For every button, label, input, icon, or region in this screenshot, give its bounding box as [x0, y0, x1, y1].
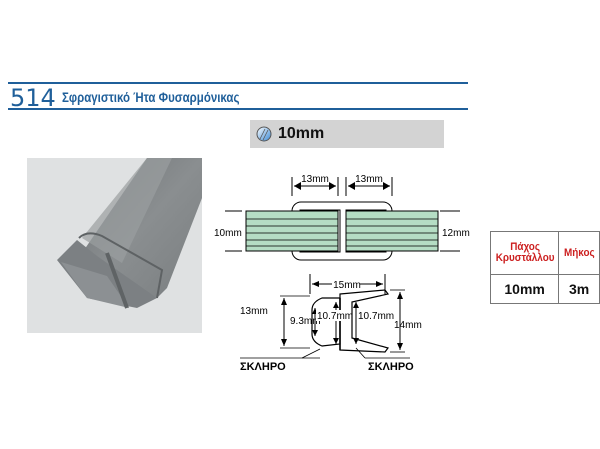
glass-panel-right — [345, 210, 439, 252]
product-photo — [27, 158, 202, 333]
profile-section: 15mm 13mm 9.3mm 10.7mm 10.7mm — [240, 274, 422, 373]
label-hard-right: ΣΚΛΗΡΟ — [368, 361, 414, 373]
label-hard-left: ΣΚΛΗΡΟ — [240, 361, 286, 373]
spec-header-glass-thickness: Πάχος Κρυστάλλου — [493, 231, 556, 275]
dim-width-left: 13mm — [301, 174, 329, 185]
dim-width-right: 13mm — [355, 174, 383, 185]
dim-profile-width: 15mm — [333, 280, 361, 291]
spec-value-row: 10mm 3m — [489, 274, 600, 304]
header-rule-top — [8, 82, 468, 84]
glass-thickness-icon — [256, 126, 272, 142]
product-code: 514 — [10, 84, 56, 112]
top-view: 13mm 13mm 10mm 12mm — [214, 174, 470, 261]
seal-cross-section-diagram: 13mm 13mm 10mm 12mm 15mm 13mm 9.3mm — [214, 174, 470, 373]
spec-value-glass-thickness: 10mm — [489, 274, 560, 304]
dim-inner-mid-left: 10.7mm — [317, 311, 353, 322]
glass-thickness-label: 10mm — [278, 125, 325, 142]
dim-inner-left: 9.3mm — [290, 316, 321, 327]
header-rule-bottom — [8, 108, 468, 110]
glass-thickness-bar: 10mm — [250, 120, 444, 148]
glass-panel-left — [245, 210, 339, 252]
spec-header-row: Πάχος Κρυστάλλου Μήκος — [491, 231, 600, 275]
spec-table: Πάχος Κρυστάλλου Μήκος 10mm 3m — [489, 231, 600, 304]
spec-value-length: 3m — [558, 274, 600, 304]
spec-header-length: Μήκος — [560, 231, 598, 275]
dim-height-right: 14mm — [394, 320, 422, 331]
dim-height-left: 13mm — [240, 306, 268, 317]
dim-glass-right: 12mm — [442, 228, 470, 239]
seal-profile-image — [57, 158, 202, 309]
dim-glass-left: 10mm — [214, 228, 242, 239]
product-title: Σφραγιστικό Ήτα Φυσαρμόνικας — [62, 89, 240, 105]
dim-inner-mid-right: 10.7mm — [358, 311, 394, 322]
